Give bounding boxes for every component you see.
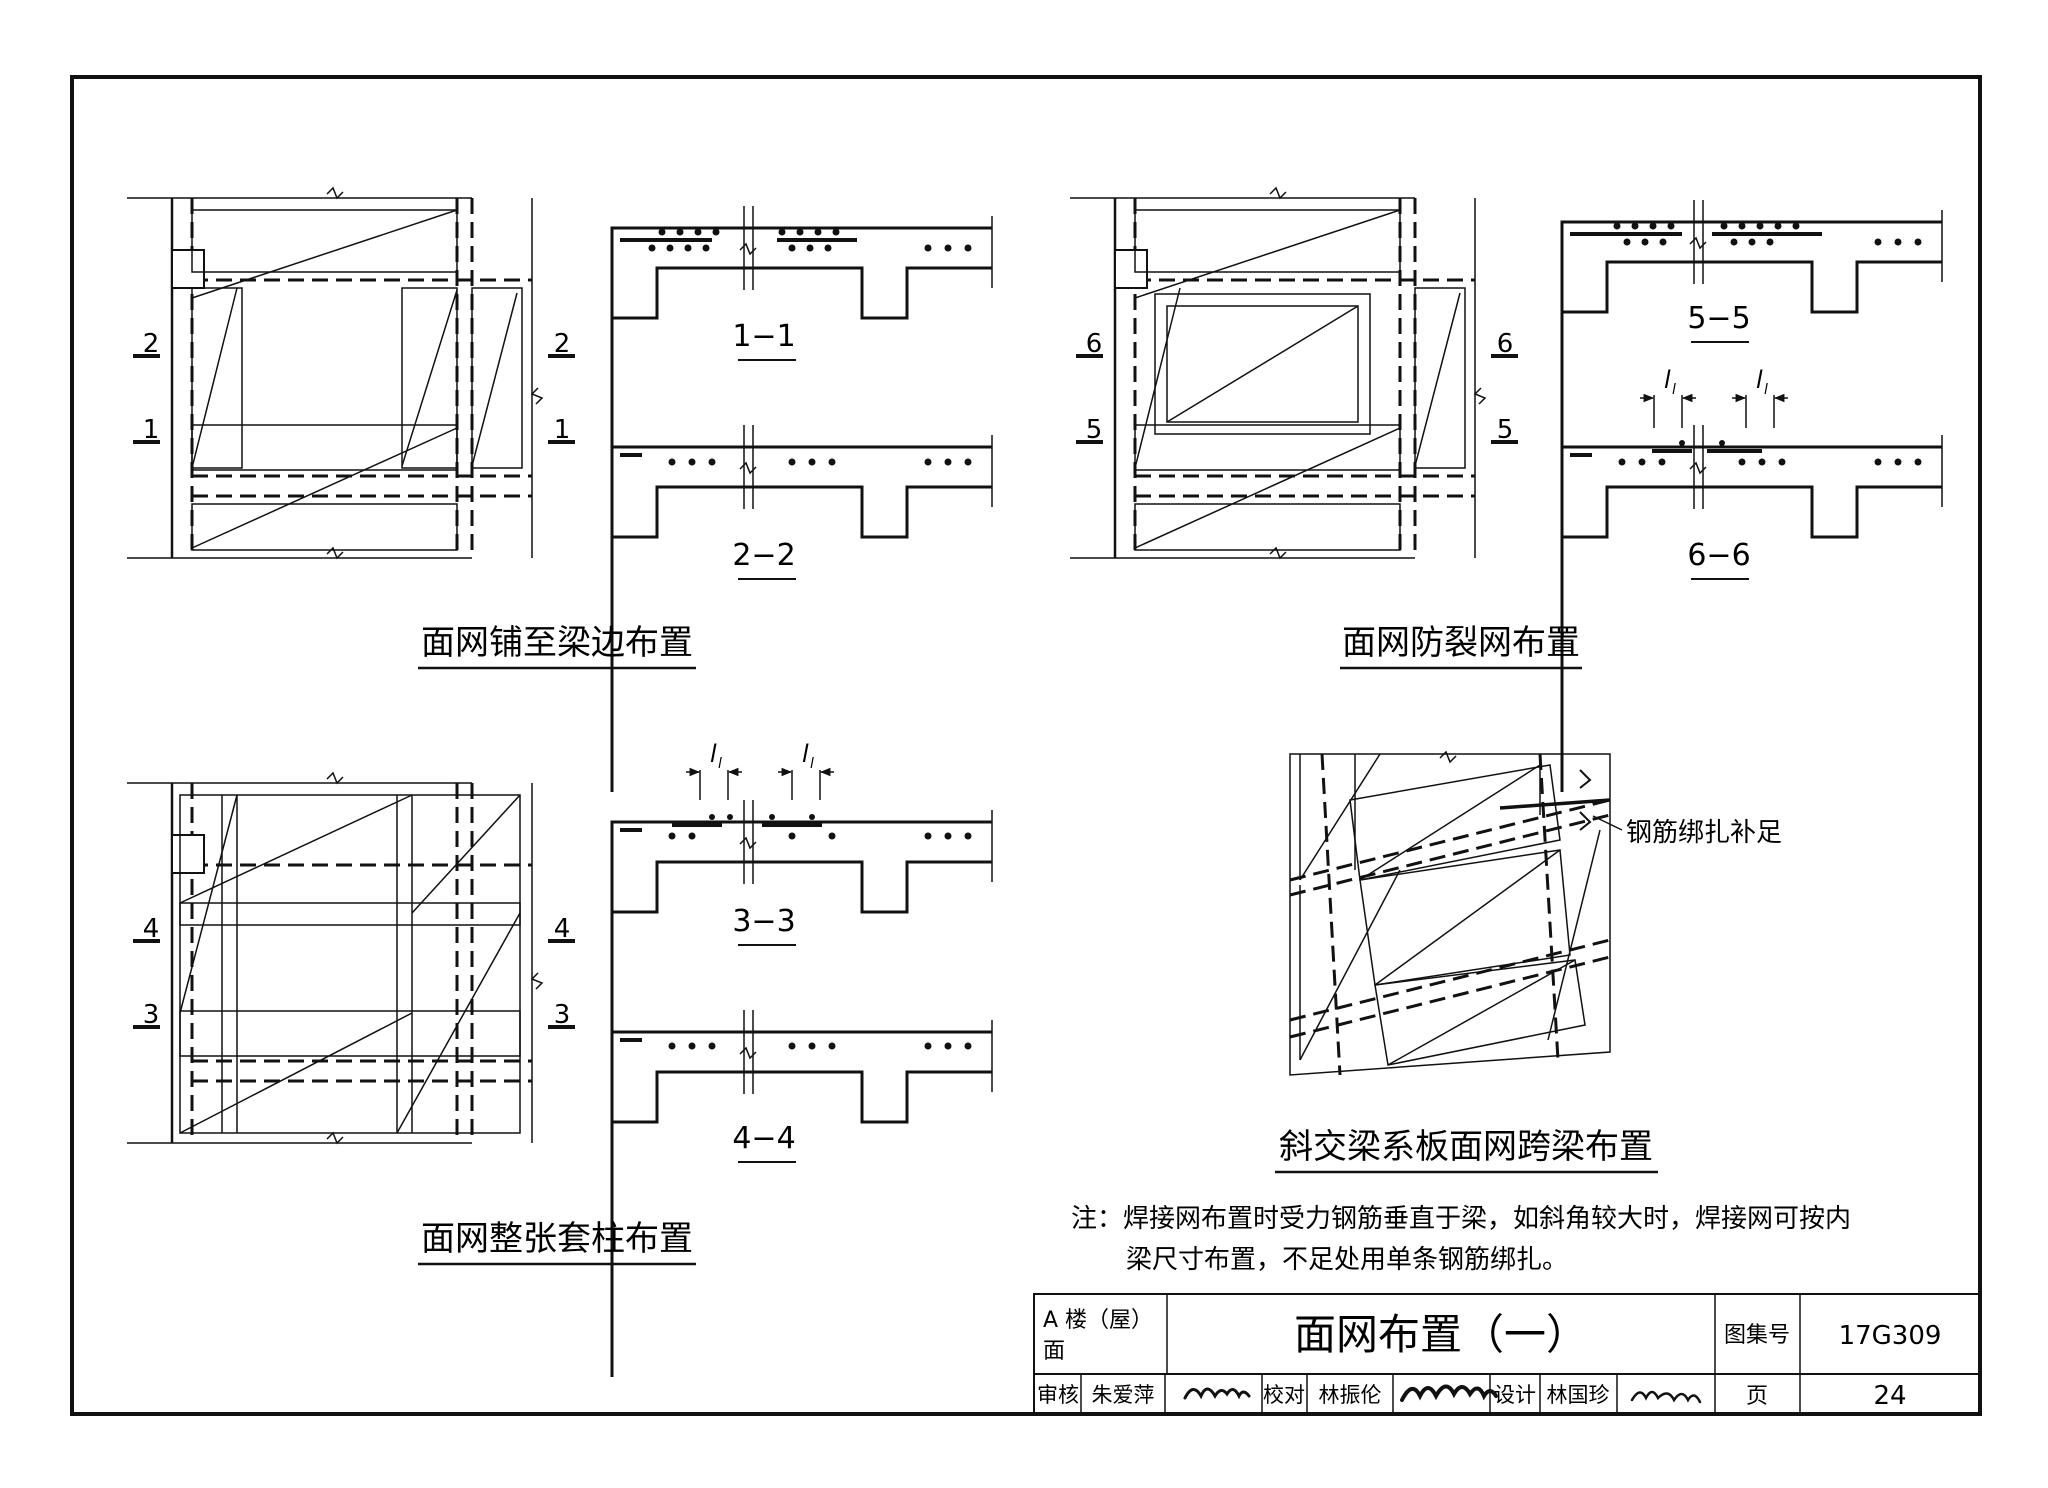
section-label-3-3: 3−3 (732, 904, 795, 939)
section-mark-2-right: 2 (554, 329, 571, 359)
plan-panel-3 (125, 771, 544, 1145)
category-line-1: A 楼（屋） (1043, 1308, 1153, 1333)
section-label-5-5: 5−5 (1687, 301, 1750, 336)
plan-panel-2 (1068, 186, 1487, 560)
section-2-2 (610, 423, 994, 794)
section-marks-panel-1: 2 2 1 1 (133, 329, 575, 445)
designer-name: 林国珍 (1547, 1383, 1610, 1407)
section-mark-1-right: 1 (554, 415, 571, 445)
reviewer-name: 朱爱萍 (1092, 1383, 1155, 1407)
page-number: 24 (1873, 1381, 1906, 1411)
section-mark-5-right: 5 (1497, 415, 1514, 445)
note-line-2: 梁尺寸布置，不足处用单条钢筋绑扎。 (1126, 1245, 1568, 1275)
section-5-5 (1560, 198, 1944, 569)
section-1-1 (610, 204, 994, 575)
section-label-4-4: 4−4 (732, 1121, 795, 1156)
section-mark-6-left: 6 (1086, 329, 1103, 359)
callout-rebar-tie: 钢筋绑扎补足 (1626, 818, 1782, 848)
section-mark-4-right: 4 (554, 914, 571, 944)
lap-label: l (1756, 366, 1763, 394)
section-mark-1-left: 1 (143, 415, 160, 445)
section-mark-3-left: 3 (143, 1000, 160, 1030)
section-6-6 (1560, 423, 1944, 794)
lap-length-dims-3-3 (686, 767, 834, 800)
section-label-2-2: 2−2 (732, 538, 795, 573)
page-label: 页 (1746, 1384, 1768, 1409)
checker-name: 林振伦 (1319, 1383, 1382, 1407)
atlas-number: 17G309 (1839, 1321, 1942, 1351)
lap-length-dims-6-6 (1640, 393, 1788, 428)
section-mark-5-left: 5 (1086, 415, 1103, 445)
review-label: 审核 (1037, 1383, 1079, 1407)
atlas-label: 图集号 (1724, 1323, 1790, 1348)
section-mark-3-right: 3 (554, 1000, 571, 1030)
drawing-title: 面网布置（一） (1294, 1310, 1588, 1359)
section-mark-2-left: 2 (143, 329, 160, 359)
note-line-1: 注：焊接网布置时受力钢筋垂直于梁，如斜角较大时，焊接网可按内 (1071, 1204, 1851, 1234)
section-3-3 (610, 798, 994, 1169)
section-4-4 (610, 1008, 994, 1379)
lap-subscript: l (1764, 382, 1768, 398)
check-label: 校对 (1263, 1383, 1305, 1407)
design-label: 设计 (1494, 1383, 1536, 1407)
signature-designer (1630, 1390, 1702, 1404)
plan-panel-1 (125, 186, 544, 560)
lap-subscript: l (1672, 382, 1676, 398)
lap-label: l (710, 740, 717, 768)
section-marks-panel-2: 6 6 5 5 (1076, 329, 1518, 445)
section-label-1-1: 1−1 (732, 319, 795, 354)
plan-panel-4 (1289, 750, 1623, 1076)
lap-subscript: l (810, 756, 814, 772)
signature-checker (1400, 1384, 1498, 1402)
title-block (1033, 1293, 1981, 1415)
lap-subscript: l (718, 756, 722, 772)
panel-title-3: 面网整张套柱布置 (421, 1219, 693, 1259)
lap-label: l (1664, 366, 1671, 394)
panel-title-1: 面网铺至梁边布置 (421, 623, 693, 663)
section-label-6-6: 6−6 (1687, 538, 1750, 573)
signature-reviewer (1183, 1387, 1251, 1400)
lap-label: l (802, 740, 809, 768)
section-mark-4-left: 4 (143, 914, 160, 944)
panel-title-4: 斜交梁系板面网跨梁布置 (1279, 1127, 1653, 1167)
category-line-2: 面 (1043, 1339, 1065, 1364)
panel-title-2: 面网防裂网布置 (1342, 623, 1580, 663)
section-mark-6-right: 6 (1497, 329, 1514, 359)
section-marks-panel-3: 4 4 3 3 (133, 914, 575, 1030)
